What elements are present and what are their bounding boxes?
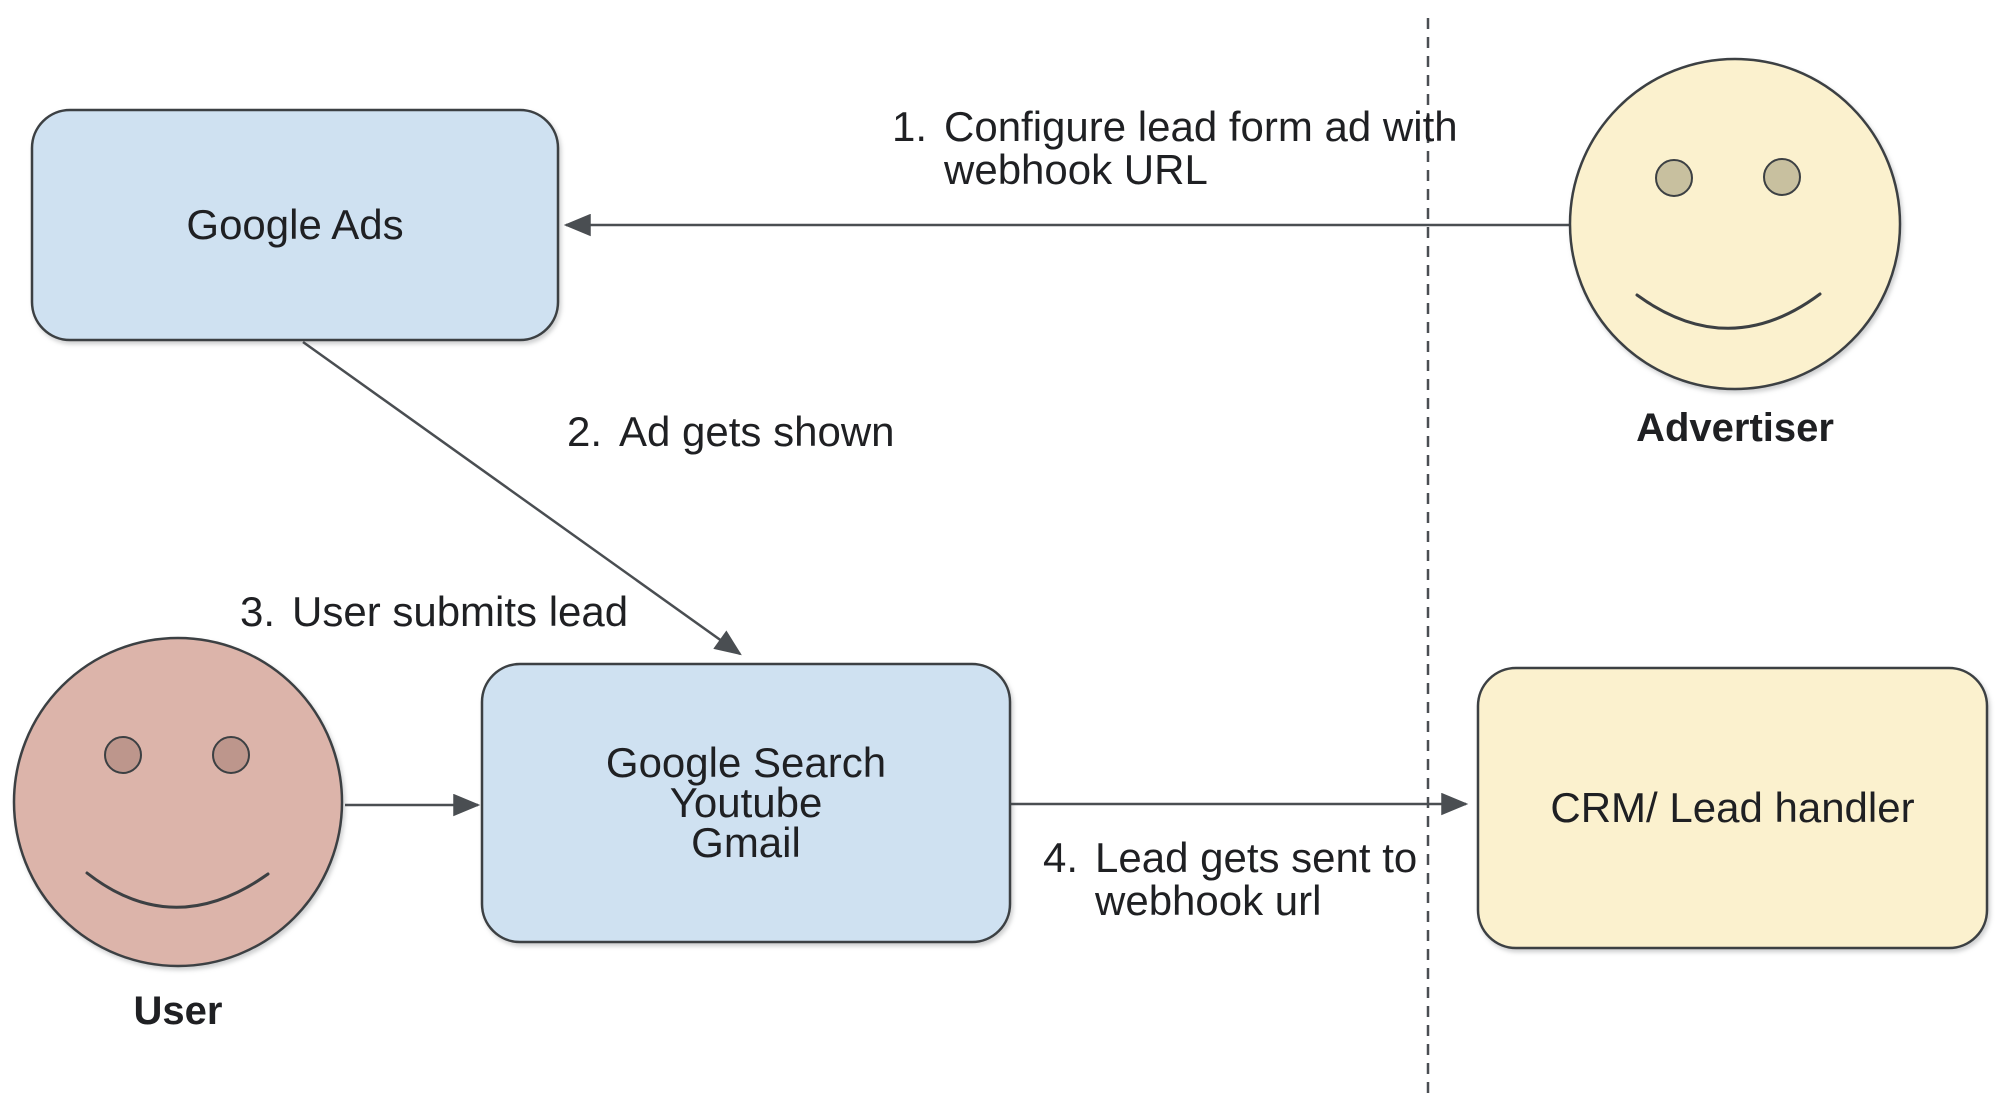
- advertiser-face-icon: [1568, 57, 1902, 391]
- advertiser-right-eye: [1763, 158, 1801, 196]
- advertiser-label: Advertiser: [1636, 406, 1834, 450]
- user-label: User: [133, 989, 223, 1033]
- step-2-number: 2.: [567, 408, 603, 455]
- user-head: [12, 636, 344, 968]
- step-3-number: 3.: [240, 588, 276, 635]
- google-surfaces-line-1: Google Search: [605, 739, 887, 786]
- user-left-eye: [104, 736, 142, 774]
- step-4-line-2: webhook url: [1095, 877, 1322, 924]
- user-right-eye: [212, 736, 250, 774]
- step-1-annotation: 1. Configure lead form ad with webhook U…: [892, 105, 1458, 191]
- step-1-line-2: webhook URL: [944, 146, 1208, 193]
- google-surfaces-label: Google Search Youtube Gmail: [482, 664, 1010, 942]
- step-4-line-1: Lead gets sent to: [1095, 834, 1418, 881]
- step-1-number: 1.: [892, 103, 928, 150]
- advertiser-head: [1568, 57, 1902, 391]
- google-surfaces-node: [480, 662, 1012, 944]
- user-face-icon: [12, 636, 344, 968]
- crm-label: CRM/ Lead handler: [1550, 784, 1915, 831]
- step-2-annotation: 2. Ad gets shown: [567, 410, 895, 453]
- crm-node: [1476, 666, 1989, 950]
- google-ads-label: Google Ads: [186, 201, 404, 248]
- step-4-annotation: 4. Lead gets sent to webhook url: [1043, 836, 1417, 922]
- google-surfaces-line-2: Youtube: [669, 779, 823, 826]
- google-ads-node: [30, 108, 560, 342]
- step-1-line-1: Configure lead form ad with: [944, 103, 1458, 150]
- step-3-line-1: User submits lead: [292, 588, 629, 635]
- user-smile: [85, 871, 270, 909]
- step-3-annotation: 3. User submits lead: [240, 590, 628, 633]
- google-surfaces-line-3: Gmail: [691, 819, 801, 866]
- arrow-google-ads-to-surfaces: [302, 340, 742, 656]
- step-2-line-1: Ad gets shown: [619, 408, 895, 455]
- advertiser-smile: [1635, 292, 1822, 330]
- step-4-number: 4.: [1043, 834, 1079, 881]
- advertiser-left-eye: [1655, 159, 1693, 197]
